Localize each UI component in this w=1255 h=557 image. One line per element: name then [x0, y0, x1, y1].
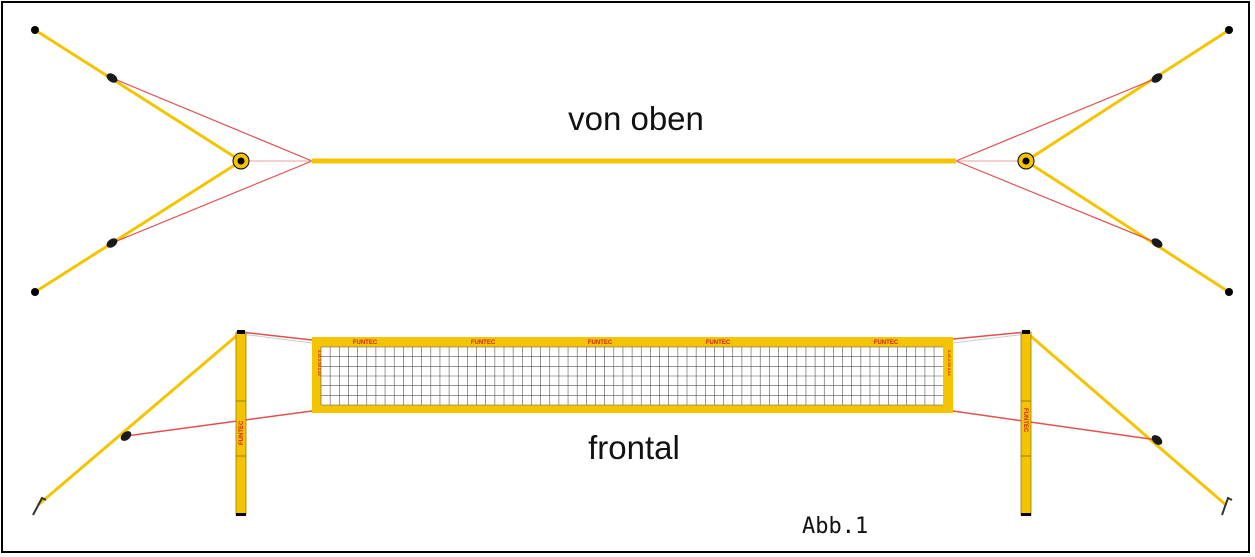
- front-left-rope-low: [125, 410, 313, 437]
- top-right-rope-lower: [955, 160, 1158, 244]
- post-left-brand: FUNTEC: [239, 420, 245, 445]
- net-band-labels: FUNTEC FUNTEC FUNTEC FUNTEC FUNTEC: [353, 340, 899, 346]
- front-left-rope-top: [240, 331, 313, 341]
- label-top-view: von oben: [568, 100, 704, 137]
- stake-front-left: [32, 496, 47, 516]
- front-right-rope-top2: [952, 333, 1027, 344]
- post-top-right-core: [1022, 157, 1030, 165]
- net-brand-5: FUNTEC: [874, 340, 899, 346]
- top-left-guy-lower: [34, 159, 242, 294]
- top-right-guy-lower: [1025, 159, 1230, 294]
- front-left-rope-top2: [240, 333, 313, 344]
- front-view: FUNTEC FUNTEC FUNTEC FUNTEC FUNTEC FUNTE…: [32, 330, 1233, 516]
- front-right-rope-low: [952, 410, 1158, 441]
- anchor-top-right-lower: [1225, 288, 1233, 296]
- post-front-right: FUNTEC: [1020, 330, 1032, 516]
- figure-label: Abb.1: [802, 514, 868, 539]
- net-brand-3: FUNTEC: [588, 340, 613, 346]
- top-view: von oben: [31, 26, 1233, 296]
- top-left-rope-lower: [111, 160, 313, 244]
- post-front-left: FUNTEC: [235, 330, 247, 516]
- anchor-top-left-lower: [31, 288, 39, 296]
- tensioner-top-left-upper: [106, 73, 118, 83]
- front-right-rope-top: [952, 331, 1027, 340]
- net-brand-4: FUNTEC: [706, 340, 731, 346]
- post-right-brand: FUNTEC: [1022, 408, 1028, 433]
- top-right-rope-upper: [955, 77, 1158, 162]
- net: FUNTEC FUNTEC FUNTEC FUNTEC FUNTEC 2.43 …: [312, 337, 953, 413]
- tensioner-top-left-lower: [106, 238, 118, 248]
- top-right-guy-upper: [1025, 28, 1230, 163]
- tensioner-front-left: [120, 431, 132, 441]
- tensioner-top-right-lower: [1151, 238, 1163, 248]
- net-height-marks-right: 2.43 2.35 2.24: [947, 350, 952, 376]
- stake-front-right: [1221, 496, 1233, 516]
- net-brand-2: FUNTEC: [471, 340, 496, 346]
- front-left-guy: [37, 330, 242, 507]
- net-height-marks-left: 2.43 2.35 2.24: [317, 350, 322, 376]
- net-brand-1: FUNTEC: [353, 340, 378, 346]
- front-right-guy: [1025, 330, 1227, 507]
- top-left-guy-upper: [34, 28, 242, 163]
- post-top-left-core: [237, 157, 245, 165]
- tensioner-front-right: [1151, 435, 1163, 445]
- tensioner-top-right-upper: [1151, 73, 1163, 83]
- anchor-top-left-upper: [31, 26, 39, 34]
- net-mesh: [320, 346, 943, 406]
- anchor-top-right-upper: [1225, 26, 1233, 34]
- top-left-rope-upper: [111, 77, 313, 162]
- label-front-view: frontal: [588, 429, 680, 466]
